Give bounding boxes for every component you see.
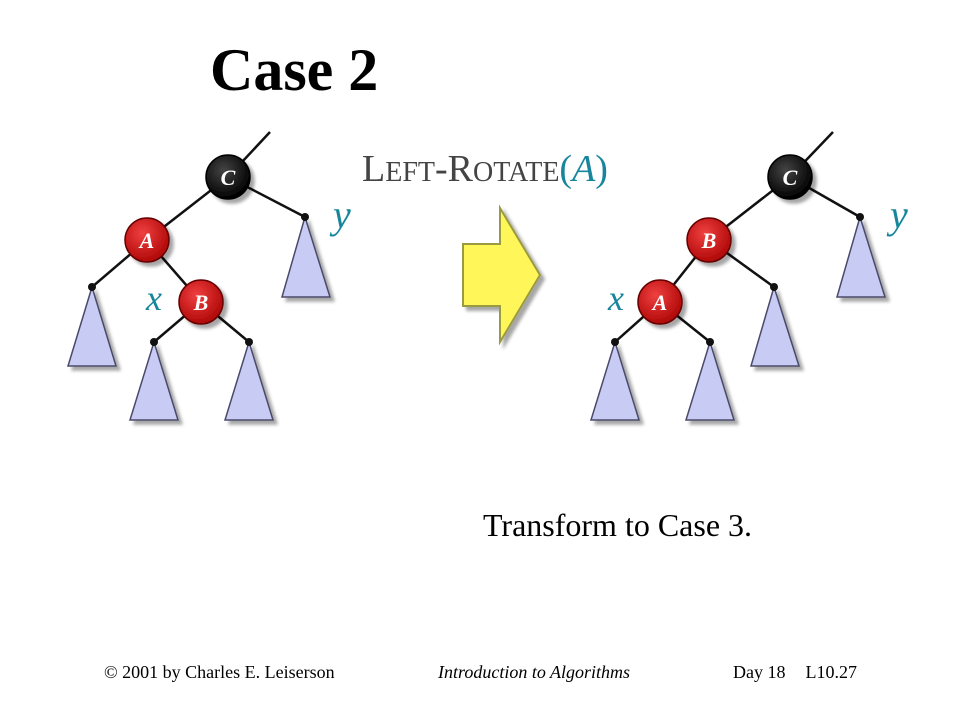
left-label-y: y: [329, 192, 351, 237]
right-node-a-label: A: [651, 290, 668, 315]
footer-page-info: Day 18 L10.27: [733, 662, 877, 683]
left-node-a: A: [124, 217, 170, 263]
left-node-b: B: [178, 279, 224, 325]
footer-day: Day 18: [733, 662, 786, 682]
left-node-a-label: A: [138, 228, 155, 253]
footer-course: Introduction to Algorithms: [438, 662, 631, 682]
left-node-b-label: B: [193, 290, 209, 315]
right-subtree-b-right: [750, 283, 801, 367]
left-node-c-label: C: [221, 165, 236, 190]
right-node-b: B: [686, 217, 732, 263]
footer-copyright: © 2001 by Charles E. Leiserson: [104, 662, 335, 682]
left-subtree-b-left: [128, 338, 180, 421]
left-subtree-b-right: [223, 338, 275, 421]
right-arrow-icon: [462, 204, 542, 346]
right-node-c-label: C: [783, 165, 798, 190]
right-subtree-a-left: [589, 338, 641, 421]
left-label-x: x: [145, 278, 162, 318]
right-subtree-a-right: [684, 338, 736, 421]
left-node-c: C: [205, 154, 251, 200]
left-tree: C A B y x: [66, 131, 351, 421]
right-label-y: y: [886, 192, 908, 237]
slide-title: Case 2: [210, 37, 379, 103]
footer-lecture: L10.27: [805, 662, 858, 682]
right-node-b-label: B: [701, 228, 717, 253]
slide-caption: Transform to Case 3.: [483, 507, 753, 543]
left-subtree-a-left: [66, 283, 118, 367]
left-subtree-y: [281, 213, 332, 298]
right-node-c: C: [767, 154, 813, 200]
operation-label: LEFT-ROTATE(A): [362, 148, 608, 190]
right-label-x: x: [607, 278, 624, 318]
right-node-a: A: [637, 279, 683, 325]
right-subtree-y: [836, 213, 887, 298]
right-tree: C B A y x: [589, 131, 908, 421]
